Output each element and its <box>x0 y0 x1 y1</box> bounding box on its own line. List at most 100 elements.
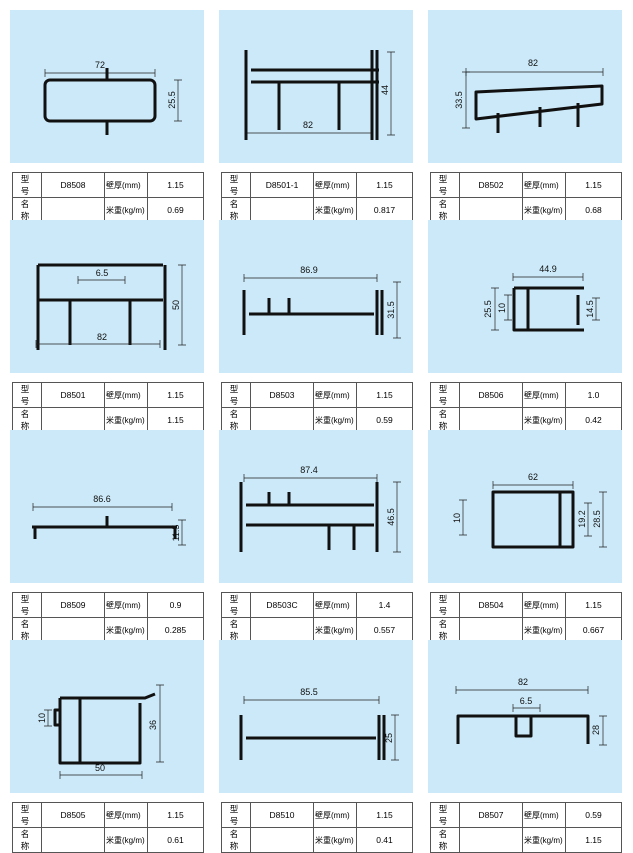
weight-value: 1.15 <box>565 827 622 853</box>
dimension-label: 82 <box>518 677 528 687</box>
name-label: 名 称 <box>221 617 251 643</box>
weight-value: 0.42 <box>565 407 622 433</box>
dimension-label: 86.9 <box>300 265 318 275</box>
wall-value: 1.15 <box>147 802 204 828</box>
weight-value: 0.41 <box>356 827 413 853</box>
wall-label: 壁厚(mm) <box>522 172 566 198</box>
name-label: 名 称 <box>12 617 42 643</box>
dimension-label: 25 <box>384 733 394 743</box>
model-value: D8507 <box>459 802 523 828</box>
wall-value: 1.15 <box>565 172 622 198</box>
name-value <box>459 617 523 643</box>
dimension-label: 10 <box>497 303 507 313</box>
model-value: D8505 <box>41 802 105 828</box>
weight-value: 0.667 <box>565 617 622 643</box>
wall-value: 1.15 <box>565 592 622 618</box>
wall-value: 1.4 <box>356 592 413 618</box>
name-value <box>41 617 105 643</box>
weight-label: 米重(kg/m) <box>313 197 357 223</box>
name-label: 名 称 <box>430 407 460 433</box>
name-value <box>250 197 314 223</box>
name-label: 名 称 <box>221 407 251 433</box>
name-value <box>459 407 523 433</box>
name-value <box>41 197 105 223</box>
weight-label: 米重(kg/m) <box>522 407 566 433</box>
wall-label: 壁厚(mm) <box>522 592 566 618</box>
wall-label: 壁厚(mm) <box>313 172 357 198</box>
weight-label: 米重(kg/m) <box>313 827 357 853</box>
wall-label: 壁厚(mm) <box>313 382 357 408</box>
dimension-label: 28.5 <box>592 510 602 528</box>
model-label: 型 号 <box>221 802 251 828</box>
dimension-label: 72 <box>95 60 105 70</box>
dimension-label: 46.5 <box>386 508 396 526</box>
model-value: D8502 <box>459 172 523 198</box>
wall-value: 1.15 <box>356 382 413 408</box>
dimension-label: 50 <box>95 763 105 773</box>
dimension-label: 25.5 <box>483 300 493 318</box>
weight-value: 0.817 <box>356 197 413 223</box>
wall-label: 壁厚(mm) <box>104 382 148 408</box>
model-label: 型 号 <box>12 802 42 828</box>
dimension-label: 33.5 <box>454 91 464 109</box>
wall-value: 1.15 <box>147 172 204 198</box>
model-value: D8503 <box>250 382 314 408</box>
dimension-label: 62 <box>528 472 538 482</box>
model-label: 型 号 <box>12 172 42 198</box>
profile-drawing: 86.9 31.5 <box>219 220 413 373</box>
model-label: 型 号 <box>430 592 460 618</box>
wall-label: 壁厚(mm) <box>104 592 148 618</box>
name-label: 名 称 <box>221 827 251 853</box>
weight-value: 0.68 <box>565 197 622 223</box>
model-value: D8510 <box>250 802 314 828</box>
weight-value: 0.69 <box>147 197 204 223</box>
dimension-label: 28 <box>591 725 601 735</box>
dimension-label: 50 <box>171 300 181 310</box>
wall-value: 1.15 <box>356 802 413 828</box>
dimension-label: 6.5 <box>96 268 109 278</box>
wall-label: 壁厚(mm) <box>104 802 148 828</box>
name-label: 名 称 <box>430 617 460 643</box>
wall-label: 壁厚(mm) <box>104 172 148 198</box>
dimension-label: 6.5 <box>520 696 533 706</box>
name-value <box>250 827 314 853</box>
dimension-label: 31.5 <box>386 301 396 319</box>
name-label: 名 称 <box>221 197 251 223</box>
model-label: 型 号 <box>430 802 460 828</box>
model-label: 型 号 <box>430 382 460 408</box>
dimension-label: 86.6 <box>93 494 111 504</box>
weight-value: 0.59 <box>356 407 413 433</box>
wall-label: 壁厚(mm) <box>522 382 566 408</box>
name-label: 名 称 <box>12 407 42 433</box>
name-value <box>250 407 314 433</box>
model-value: D8501-1 <box>250 172 314 198</box>
model-value: D8503C <box>250 592 314 618</box>
wall-value: 1.15 <box>147 382 204 408</box>
dimension-label: 82 <box>303 120 313 130</box>
weight-value: 0.285 <box>147 617 204 643</box>
weight-value: 0.557 <box>356 617 413 643</box>
wall-value: 0.59 <box>565 802 622 828</box>
model-value: D8509 <box>41 592 105 618</box>
name-label: 名 称 <box>430 197 460 223</box>
